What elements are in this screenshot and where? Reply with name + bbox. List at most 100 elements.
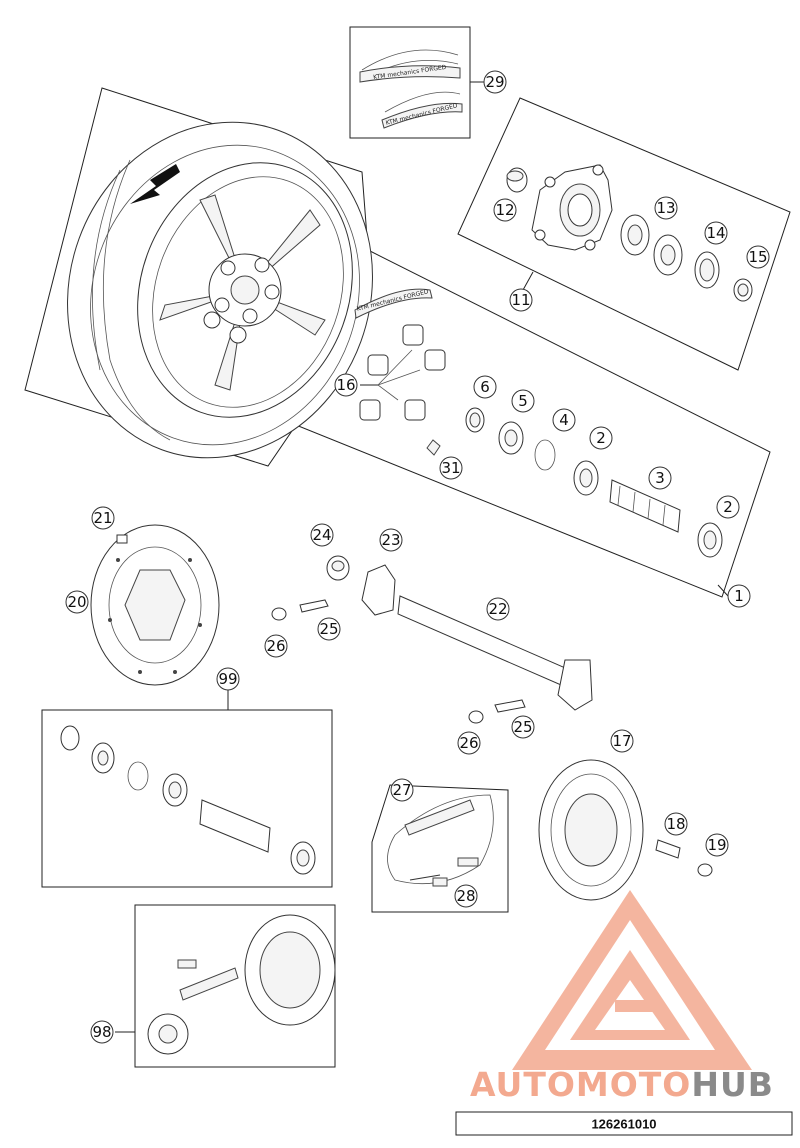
- part-2-bearing-lower: [697, 522, 723, 558]
- sprocket-carrier: [531, 164, 613, 251]
- callout-label: 11: [511, 291, 530, 309]
- callout-2-lower: 2: [716, 495, 740, 519]
- callout-label: 18: [666, 815, 685, 833]
- part-number-text: 126261010: [591, 1117, 656, 1132]
- part-25-bolt-upper: [299, 599, 329, 613]
- callout-label: 26: [266, 637, 285, 655]
- callout-label: 21: [93, 509, 112, 527]
- callout-label: 27: [392, 781, 411, 799]
- callout-19: 19: [705, 833, 729, 857]
- part-13-bearings: [620, 214, 683, 276]
- part-number-box: 126261010: [455, 1111, 793, 1136]
- part-20-brake-disc: [90, 524, 220, 686]
- callout-25-upper: 25: [317, 617, 341, 641]
- callout-25-lower: 25: [511, 715, 535, 739]
- callout-26-lower: 26: [457, 731, 481, 755]
- callout-15: 15: [746, 245, 770, 269]
- brand-part-hub: HUB: [691, 1065, 774, 1104]
- callout-2-upper: 2: [589, 426, 613, 450]
- callout-label: 4: [559, 411, 569, 429]
- decal-kit-frame: KTM mechanics FORGED KTM mechanics FORGE…: [349, 26, 484, 139]
- callout-31: 31: [439, 456, 463, 480]
- callout-13: 13: [654, 196, 678, 220]
- part-3-spacer: [609, 479, 681, 533]
- part-6-seal: [465, 407, 485, 433]
- kit-99-frame: [41, 690, 333, 888]
- callout-label: 28: [456, 887, 475, 905]
- callout-26-upper: 26: [264, 634, 288, 658]
- callout-label: 29: [485, 73, 504, 91]
- callout-29: 29: [483, 70, 507, 94]
- callout-11: 11: [509, 271, 534, 312]
- rotation-arrow-icon: [130, 164, 180, 204]
- callout-label: 20: [67, 593, 86, 611]
- callout-4: 4: [552, 408, 576, 432]
- callout-22: 22: [486, 597, 510, 621]
- callout-label: 2: [723, 498, 733, 516]
- callout-6: 6: [473, 375, 497, 399]
- callout-label: 25: [513, 718, 532, 736]
- callout-1: 1: [717, 584, 751, 608]
- part-19-nut: [697, 863, 713, 877]
- rear-wheel: [67, 121, 373, 459]
- brand-part-moto: MOTO: [576, 1065, 691, 1104]
- callout-label: 31: [441, 459, 460, 477]
- decal-strip-lower: KTM mechanics FORGED: [381, 91, 463, 129]
- callout-label: 3: [655, 469, 665, 487]
- part-5-bearing: [498, 421, 524, 455]
- callout-20: 20: [65, 590, 89, 614]
- kit-98-frame: [115, 904, 336, 1068]
- callout-21: 21: [91, 506, 115, 530]
- watermark-logo: [512, 890, 752, 1070]
- callout-3: 3: [648, 466, 672, 490]
- callout-label: 6: [480, 378, 490, 396]
- part-12-bushing: [506, 167, 528, 193]
- part-4-circlip: [534, 439, 556, 471]
- callout-99: 99: [216, 667, 240, 691]
- svg-text:AUTOMOTOHUB: AUTOMOTOHUB: [470, 1065, 774, 1104]
- part-24-nut: [326, 555, 350, 581]
- part-26-nut-lower: [468, 710, 484, 724]
- callout-label: 25: [319, 620, 338, 638]
- callout-label: 23: [381, 531, 400, 549]
- callout-label: 14: [706, 224, 725, 242]
- watermark-brand: AUTOMOTOHUB: [470, 1065, 774, 1104]
- callout-label: 13: [656, 199, 675, 217]
- callout-label: 2: [596, 429, 606, 447]
- callout-27: 27: [390, 778, 414, 802]
- callout-label: 99: [218, 670, 237, 688]
- callout-14: 14: [704, 221, 728, 245]
- part-31-valve: [426, 439, 441, 456]
- part-14-spacer: [694, 251, 720, 289]
- callout-label: 19: [707, 836, 726, 854]
- callout-5: 5: [511, 389, 535, 413]
- callout-23: 23: [379, 528, 403, 552]
- part-15-bushing: [733, 278, 753, 302]
- part-2-bearing-upper: [573, 460, 599, 496]
- callout-17: 17: [610, 729, 634, 753]
- part-23-adjuster: [361, 564, 396, 616]
- chain-frame: [371, 784, 509, 913]
- callout-28: 28: [454, 884, 478, 908]
- part-22-axle: [397, 595, 593, 711]
- decal-strip-upper: KTM mechanics FORGED: [359, 49, 461, 83]
- callout-label: 17: [612, 732, 631, 750]
- callout-18: 18: [664, 812, 688, 836]
- callout-label: 26: [459, 734, 478, 752]
- callout-label: 98: [92, 1023, 111, 1041]
- callout-98: 98: [90, 1020, 114, 1044]
- part-18-stud: [655, 839, 681, 859]
- part-25-bolt-lower: [494, 699, 526, 713]
- part-21-bolt: [116, 534, 128, 544]
- callout-label: 5: [518, 392, 528, 410]
- callout-label: 22: [488, 600, 507, 618]
- callout-24: 24: [310, 523, 334, 547]
- part-16-dampers: [359, 324, 446, 421]
- callout-12: 12: [493, 198, 517, 222]
- part-17-sprocket: [538, 759, 644, 901]
- callout-label: 24: [312, 526, 331, 544]
- callout-label: 12: [495, 201, 514, 219]
- hub-parts-frame: [457, 97, 791, 371]
- callout-label: 16: [336, 376, 355, 394]
